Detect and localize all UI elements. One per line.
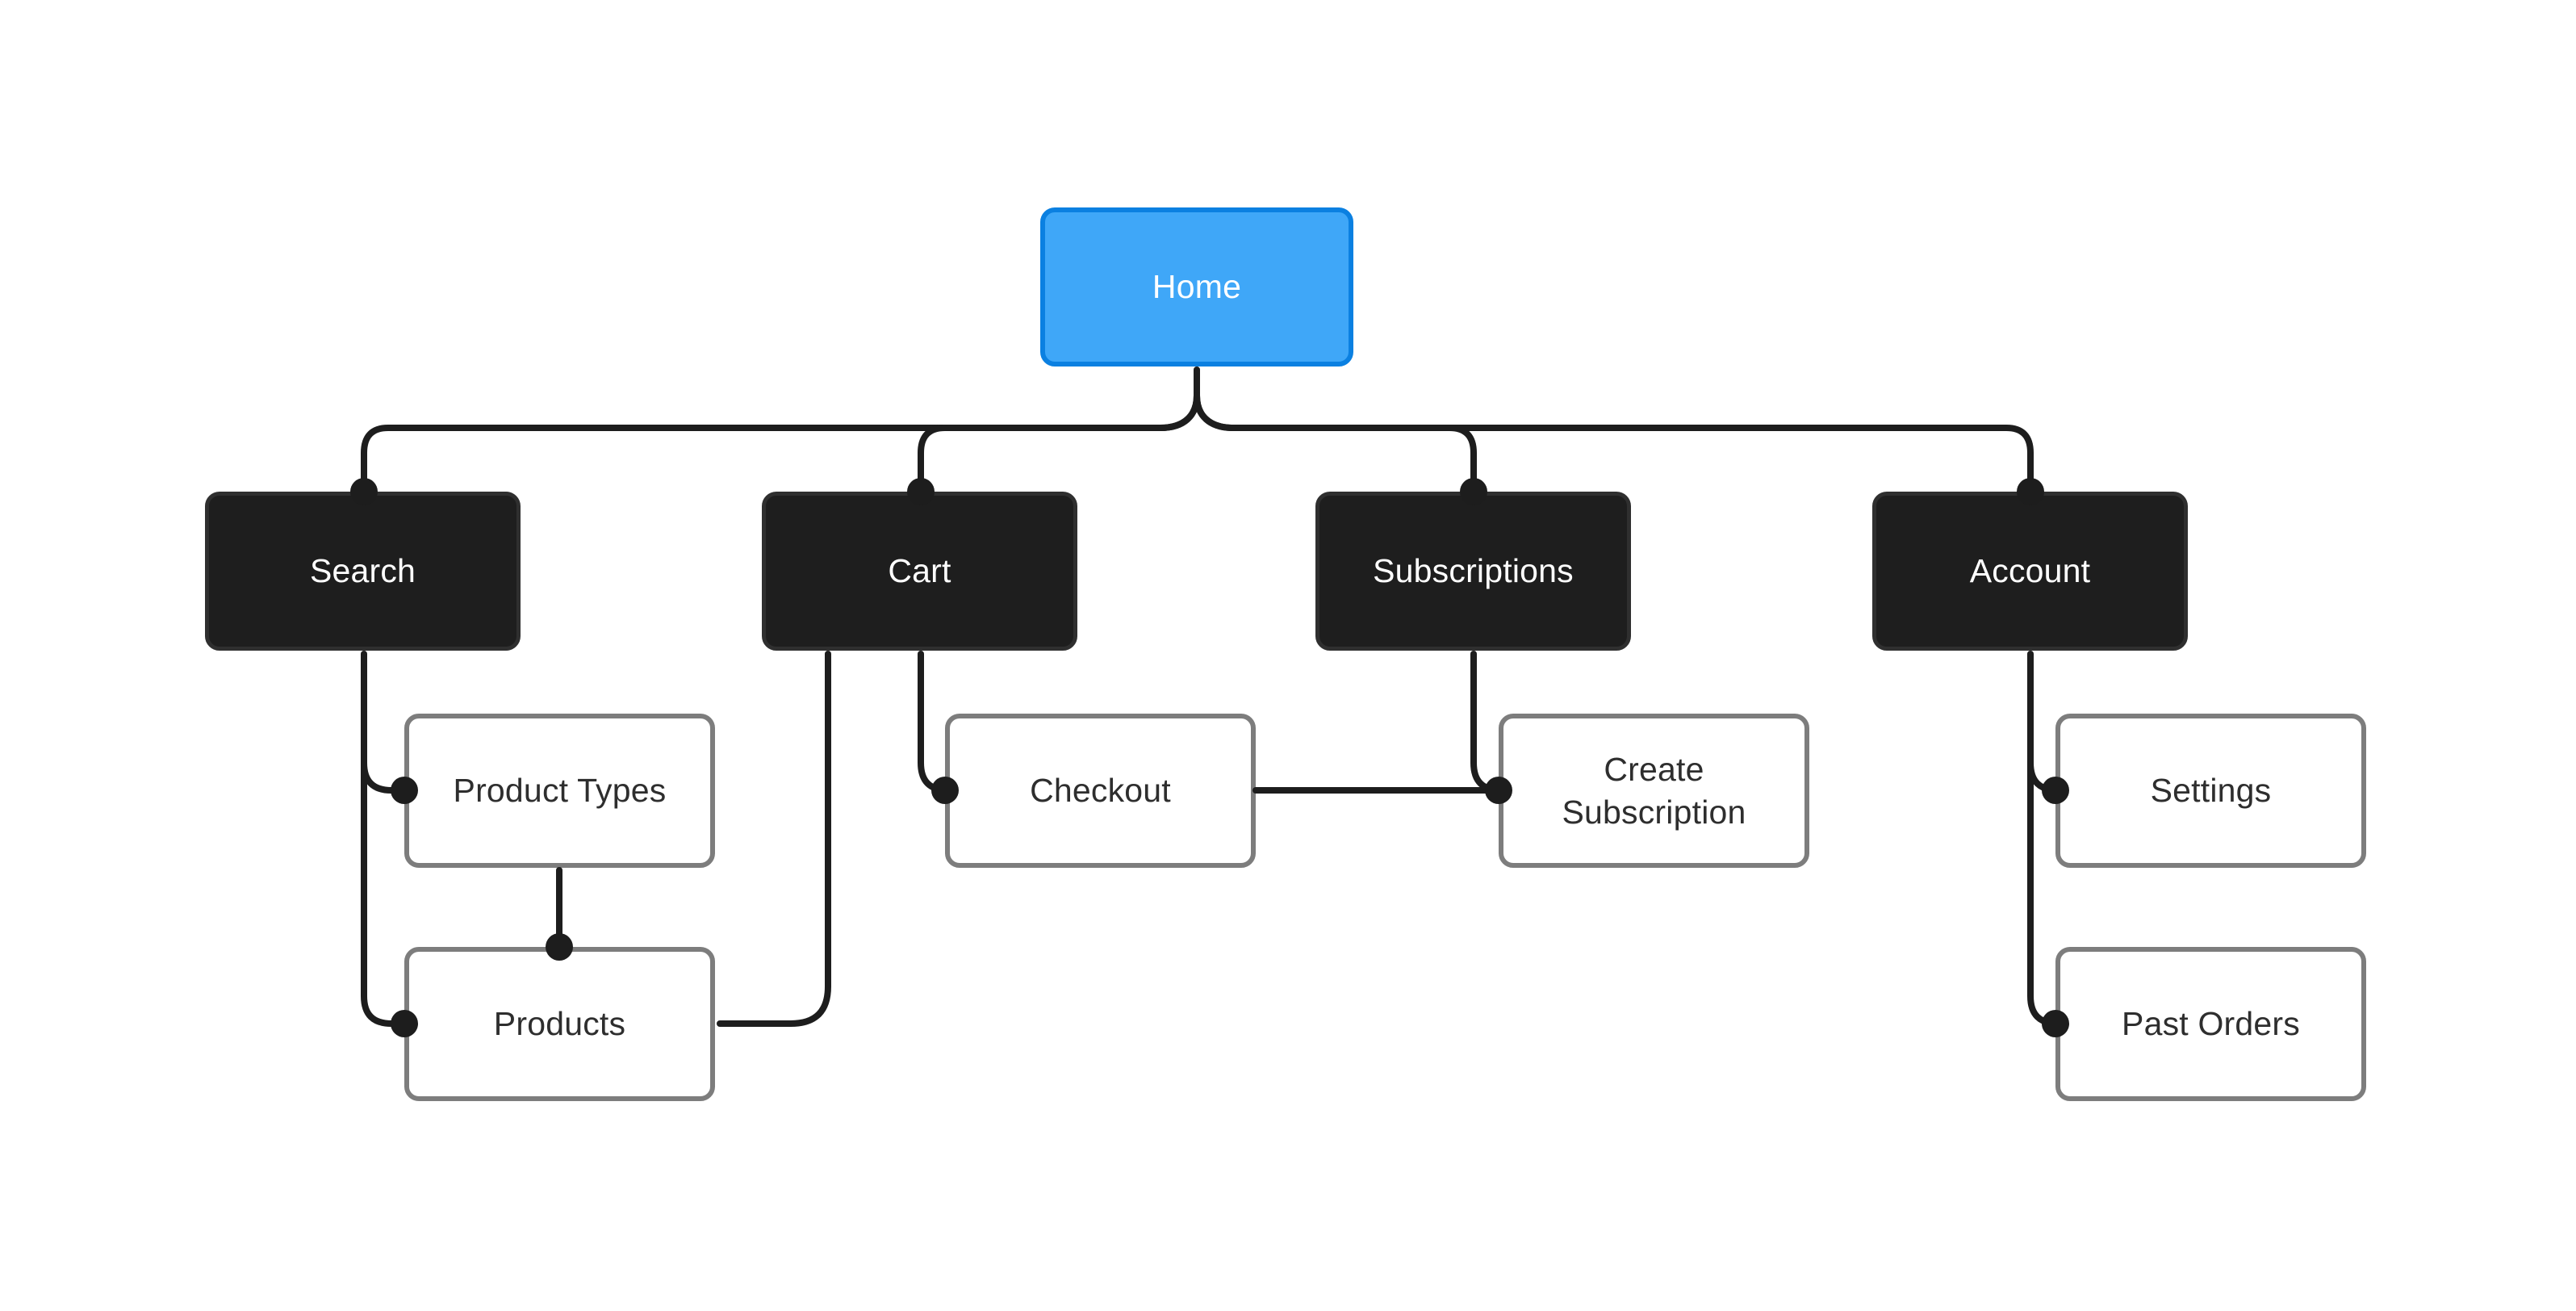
edge-search-products (361, 651, 402, 1027)
node-home-label: Home (1152, 268, 1242, 306)
edge-home-subscriptions (1194, 392, 1477, 491)
edge-home-cart (918, 392, 1200, 491)
node-products[interactable]: Products (404, 947, 715, 1101)
node-home[interactable]: Home (1040, 207, 1353, 366)
node-checkout-label: Checkout (1030, 772, 1171, 810)
node-products-label: Products (493, 1005, 626, 1043)
node-account[interactable]: Account (1872, 492, 2188, 651)
node-settings-label: Settings (2150, 772, 2272, 810)
node-search-label: Search (309, 552, 416, 590)
node-account-label: Account (1969, 552, 2091, 590)
node-cart[interactable]: Cart (762, 492, 1077, 651)
node-create-subscription-label: Create Subscription (1562, 751, 1746, 831)
node-product-types[interactable]: Product Types (404, 714, 715, 868)
edge-cart-products (717, 651, 831, 1027)
node-subscriptions[interactable]: Subscriptions (1315, 492, 1631, 651)
node-search[interactable]: Search (205, 492, 521, 651)
node-checkout[interactable]: Checkout (945, 714, 1256, 868)
node-product-types-label: Product Types (453, 772, 667, 810)
edge-home-account (1194, 392, 2034, 491)
node-cart-label: Cart (888, 552, 951, 590)
edge-account-settings (2027, 760, 2061, 794)
edge-search-product-types (361, 760, 402, 794)
edge-subscriptions-create-subscription (1470, 651, 1504, 794)
edge-home-search (361, 366, 1200, 491)
edge-account-past-orders (2027, 651, 2061, 1027)
node-past-orders[interactable]: Past Orders (2055, 947, 2366, 1101)
node-subscriptions-label: Subscriptions (1373, 552, 1574, 590)
node-create-subscription[interactable]: Create Subscription (1499, 714, 1809, 868)
node-past-orders-label: Past Orders (2122, 1005, 2300, 1043)
node-settings[interactable]: Settings (2055, 714, 2366, 868)
edge-cart-checkout (918, 651, 951, 794)
